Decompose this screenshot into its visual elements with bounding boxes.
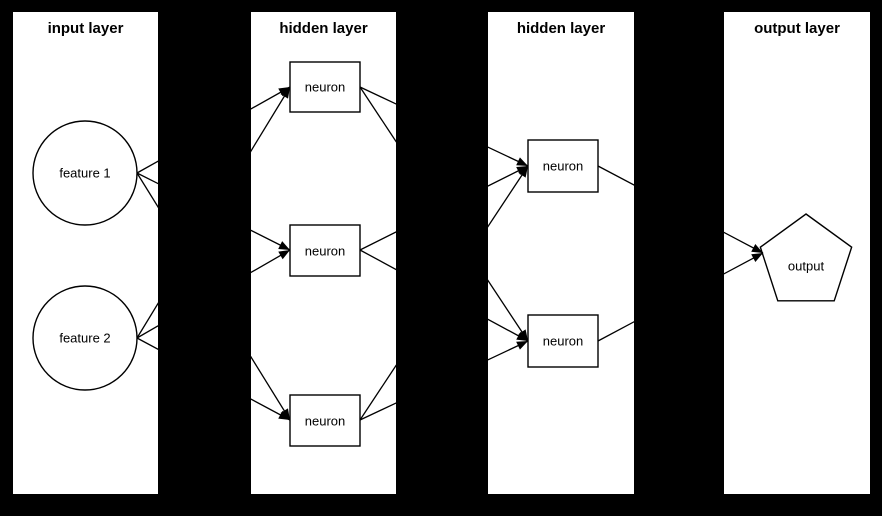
arrowhead-icon [751, 243, 763, 253]
hidden1-neuron-3-label: neuron [304, 413, 346, 428]
output-node-label: output [787, 258, 825, 274]
edge-hidden2-neuron-1-to-output-node [724, 231, 764, 254]
edge-hidden1-neuron-2-to-hidden2-neuron-1 [488, 165, 529, 187]
edge-feature-2-to-hidden1-neuron-1 [136, 302, 158, 339]
edge-feature-1-to-hidden1-neuron-3 [136, 172, 158, 209]
hidden1-neuron-2-shape[interactable] [289, 224, 361, 277]
edge-feature-1-to-hidden1-neuron-1 [136, 160, 158, 174]
edge-hidden1-neuron-3-to-hidden2-neuron-2 [359, 402, 396, 421]
edge-hidden1-neuron-1-to-hidden2-neuron-2 [488, 279, 529, 342]
hidden-layer-1-title: hidden layer [279, 20, 368, 37]
feature-2-label: feature 2 [59, 330, 111, 346]
edge-hidden1-neuron-3-to-hidden2-neuron-1 [359, 364, 396, 421]
arrowhead-icon [751, 253, 763, 263]
input-layer-graphics [32, 120, 158, 391]
edge-feature-2-to-hidden1-neuron-1 [251, 86, 291, 153]
edge-hidden1-neuron-3-to-hidden2-neuron-1 [488, 165, 529, 228]
edge-feature-1-to-hidden1-neuron-2 [136, 172, 158, 185]
arrowhead-icon [280, 408, 290, 420]
arrowhead-icon [278, 241, 290, 250]
input-layer-title: input layer [47, 20, 124, 37]
output-layer-graphics [724, 213, 853, 302]
edge-feature-2-to-hidden1-neuron-2 [251, 249, 291, 274]
edge-hidden2-neuron-1-to-output-node [597, 165, 634, 186]
edge-feature-2-to-hidden1-neuron-2 [136, 325, 158, 339]
output-node-shape[interactable] [759, 213, 853, 302]
hidden2-neuron-2-shape[interactable] [527, 314, 599, 368]
edge-hidden1-neuron-2-to-hidden2-neuron-2 [488, 318, 529, 342]
arrowhead-icon [280, 87, 290, 99]
edge-hidden1-neuron-2-to-hidden2-neuron-1 [359, 231, 396, 251]
panel-hidden-layer-2: hidden layer neuron neuron [488, 12, 634, 494]
edge-hidden1-neuron-1-to-hidden2-neuron-1 [488, 146, 529, 167]
hidden1-neuron-1-label: neuron [304, 79, 346, 95]
feature-1-label: feature 1 [59, 165, 111, 181]
edge-hidden1-neuron-1-to-hidden2-neuron-2 [359, 86, 396, 143]
hidden1-neuron-3-shape[interactable] [289, 394, 361, 447]
arrowhead-icon [516, 331, 528, 341]
edge-feature-2-to-hidden1-neuron-3 [251, 398, 291, 421]
hidden-layer-2-graphics [488, 139, 634, 368]
edge-feature-1-to-hidden1-neuron-1 [251, 86, 291, 110]
edge-hidden2-neuron-2-to-output-node [724, 252, 764, 275]
arrowhead-icon [516, 341, 528, 350]
panel-output-layer: output layer output [724, 12, 870, 494]
hidden-layer-2-title: hidden layer [516, 20, 606, 37]
edge-feature-2-to-hidden1-neuron-3 [136, 337, 158, 350]
edge-hidden1-neuron-3-to-hidden2-neuron-2 [488, 340, 529, 361]
panel-input-layer: input layer feature 1 feature 2 [13, 12, 158, 494]
hidden2-neuron-1-label: neuron [542, 158, 584, 174]
edge-feature-1-to-hidden1-neuron-2 [251, 229, 291, 251]
edge-feature-1-to-hidden1-neuron-3 [251, 355, 291, 421]
arrowhead-icon [278, 410, 290, 420]
edge-hidden2-neuron-2-to-output-node [597, 321, 634, 342]
arrowhead-icon [278, 250, 290, 260]
hidden1-neuron-2-label: neuron [304, 243, 346, 258]
arrowhead-icon [518, 166, 528, 178]
output-layer-title: output layer [754, 20, 840, 37]
panel-hidden-layer-1: hidden layer neuron neuron neuron [251, 12, 396, 494]
arrowhead-icon [516, 157, 528, 166]
edge-hidden1-neuron-2-to-hidden2-neuron-2 [359, 249, 396, 271]
edge-hidden1-neuron-1-to-hidden2-neuron-1 [359, 86, 396, 105]
hidden2-neuron-2-label: neuron [542, 333, 584, 349]
hidden-layer-1-graphics [251, 61, 396, 447]
